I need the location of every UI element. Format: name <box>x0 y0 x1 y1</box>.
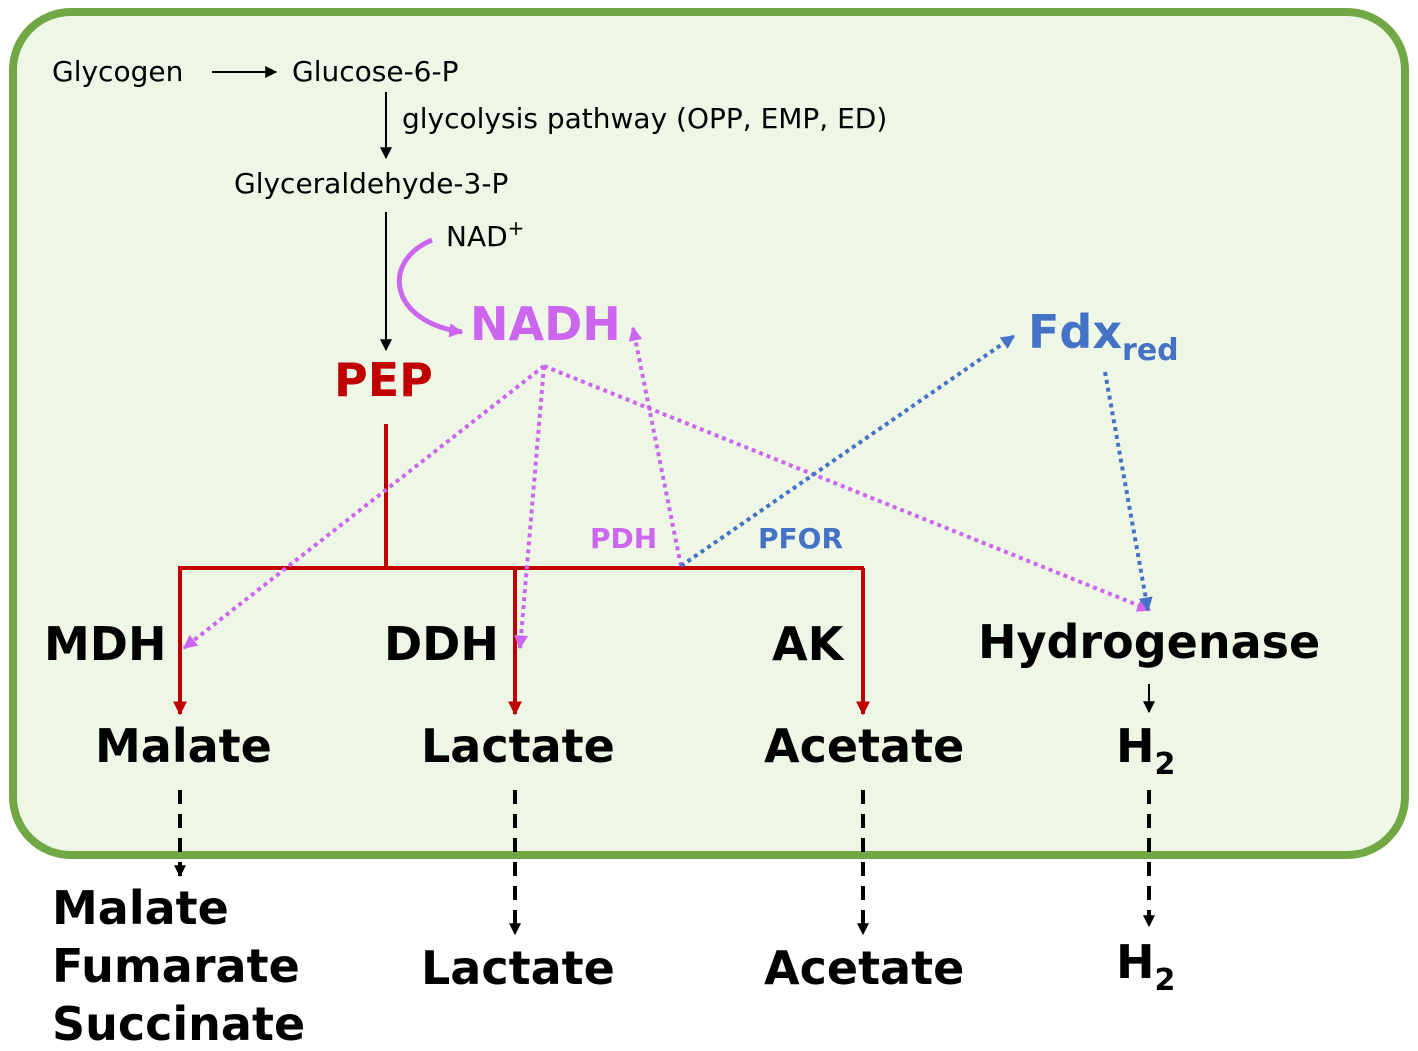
label-out-succinate: Succinate <box>52 997 305 1051</box>
arrow-nadh-to-hydrogenase <box>543 364 1152 612</box>
label-out-h2: H2 <box>1116 935 1175 998</box>
arrow-nad-to-nadh <box>396 237 464 338</box>
label-out-lactate: Lactate <box>421 941 615 995</box>
arrow-fdx-to-hydrogenase <box>1103 371 1153 612</box>
arrow-pdh-to-nadh <box>628 326 683 567</box>
label-nadh: NADH <box>470 297 621 351</box>
label-pfor: PFOR <box>758 522 843 555</box>
label-pep: PEP <box>334 353 433 407</box>
label-fdx-sub: red <box>1122 333 1179 368</box>
label-h2-base: H <box>1116 719 1155 773</box>
arrow-nadh-to-ddh <box>514 365 546 650</box>
label-glycolysis-pathway: glycolysis pathway (OPP, EMP, ED) <box>402 102 887 135</box>
label-out-acetate: Acetate <box>764 941 964 995</box>
label-fdx-red: Fdxred <box>1028 305 1179 368</box>
label-nad-sup: + <box>508 216 525 240</box>
label-hydrogenase: Hydrogenase <box>978 615 1320 669</box>
arrow-pfor-to-fdx <box>679 334 1016 568</box>
label-out-fumarate: Fumarate <box>52 939 300 993</box>
label-h2-sub: 2 <box>1155 747 1176 782</box>
label-mdh: MDH <box>44 617 166 671</box>
label-h2: H2 <box>1116 719 1175 782</box>
label-ddh: DDH <box>384 617 499 671</box>
label-glycogen: Glycogen <box>52 55 183 88</box>
label-nad-base: NAD <box>446 220 508 253</box>
label-pdh: PDH <box>590 522 657 555</box>
label-glucose-6-p: Glucose-6-P <box>292 55 458 88</box>
label-lactate: Lactate <box>421 719 615 773</box>
label-out-malate: Malate <box>52 881 229 935</box>
label-nad: NAD+ <box>446 216 524 253</box>
label-out-h2-sub: 2 <box>1155 963 1176 998</box>
label-ak: AK <box>772 617 846 671</box>
label-malate: Malate <box>95 719 272 773</box>
label-acetate: Acetate <box>764 719 964 773</box>
label-out-h2-base: H <box>1116 935 1155 989</box>
label-glyceraldehyde-3-p: Glyceraldehyde-3-P <box>234 167 508 200</box>
label-fdx-base: Fdx <box>1028 305 1122 359</box>
